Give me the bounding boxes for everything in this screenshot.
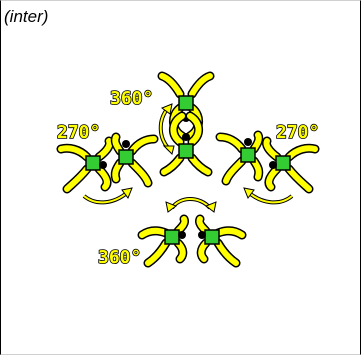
label-right-rotation: 270° bbox=[276, 122, 319, 143]
label-top-rotation: 360° bbox=[110, 88, 153, 109]
label-left-rotation: 270° bbox=[57, 122, 100, 143]
jumper-top-upper bbox=[157, 71, 215, 141]
jumper-left-a bbox=[56, 136, 114, 194]
label-bottom-rotation: 360° bbox=[98, 247, 141, 268]
diagram-caption: (inter) bbox=[4, 7, 49, 26]
jumper-bottom-b bbox=[195, 214, 247, 268]
jumper-left-b bbox=[110, 132, 159, 188]
jumper-top-lower bbox=[159, 111, 213, 177]
jumper-bottom-a bbox=[137, 214, 189, 268]
jumper-right-a bbox=[215, 130, 264, 186]
jumper-right-b bbox=[262, 136, 320, 194]
